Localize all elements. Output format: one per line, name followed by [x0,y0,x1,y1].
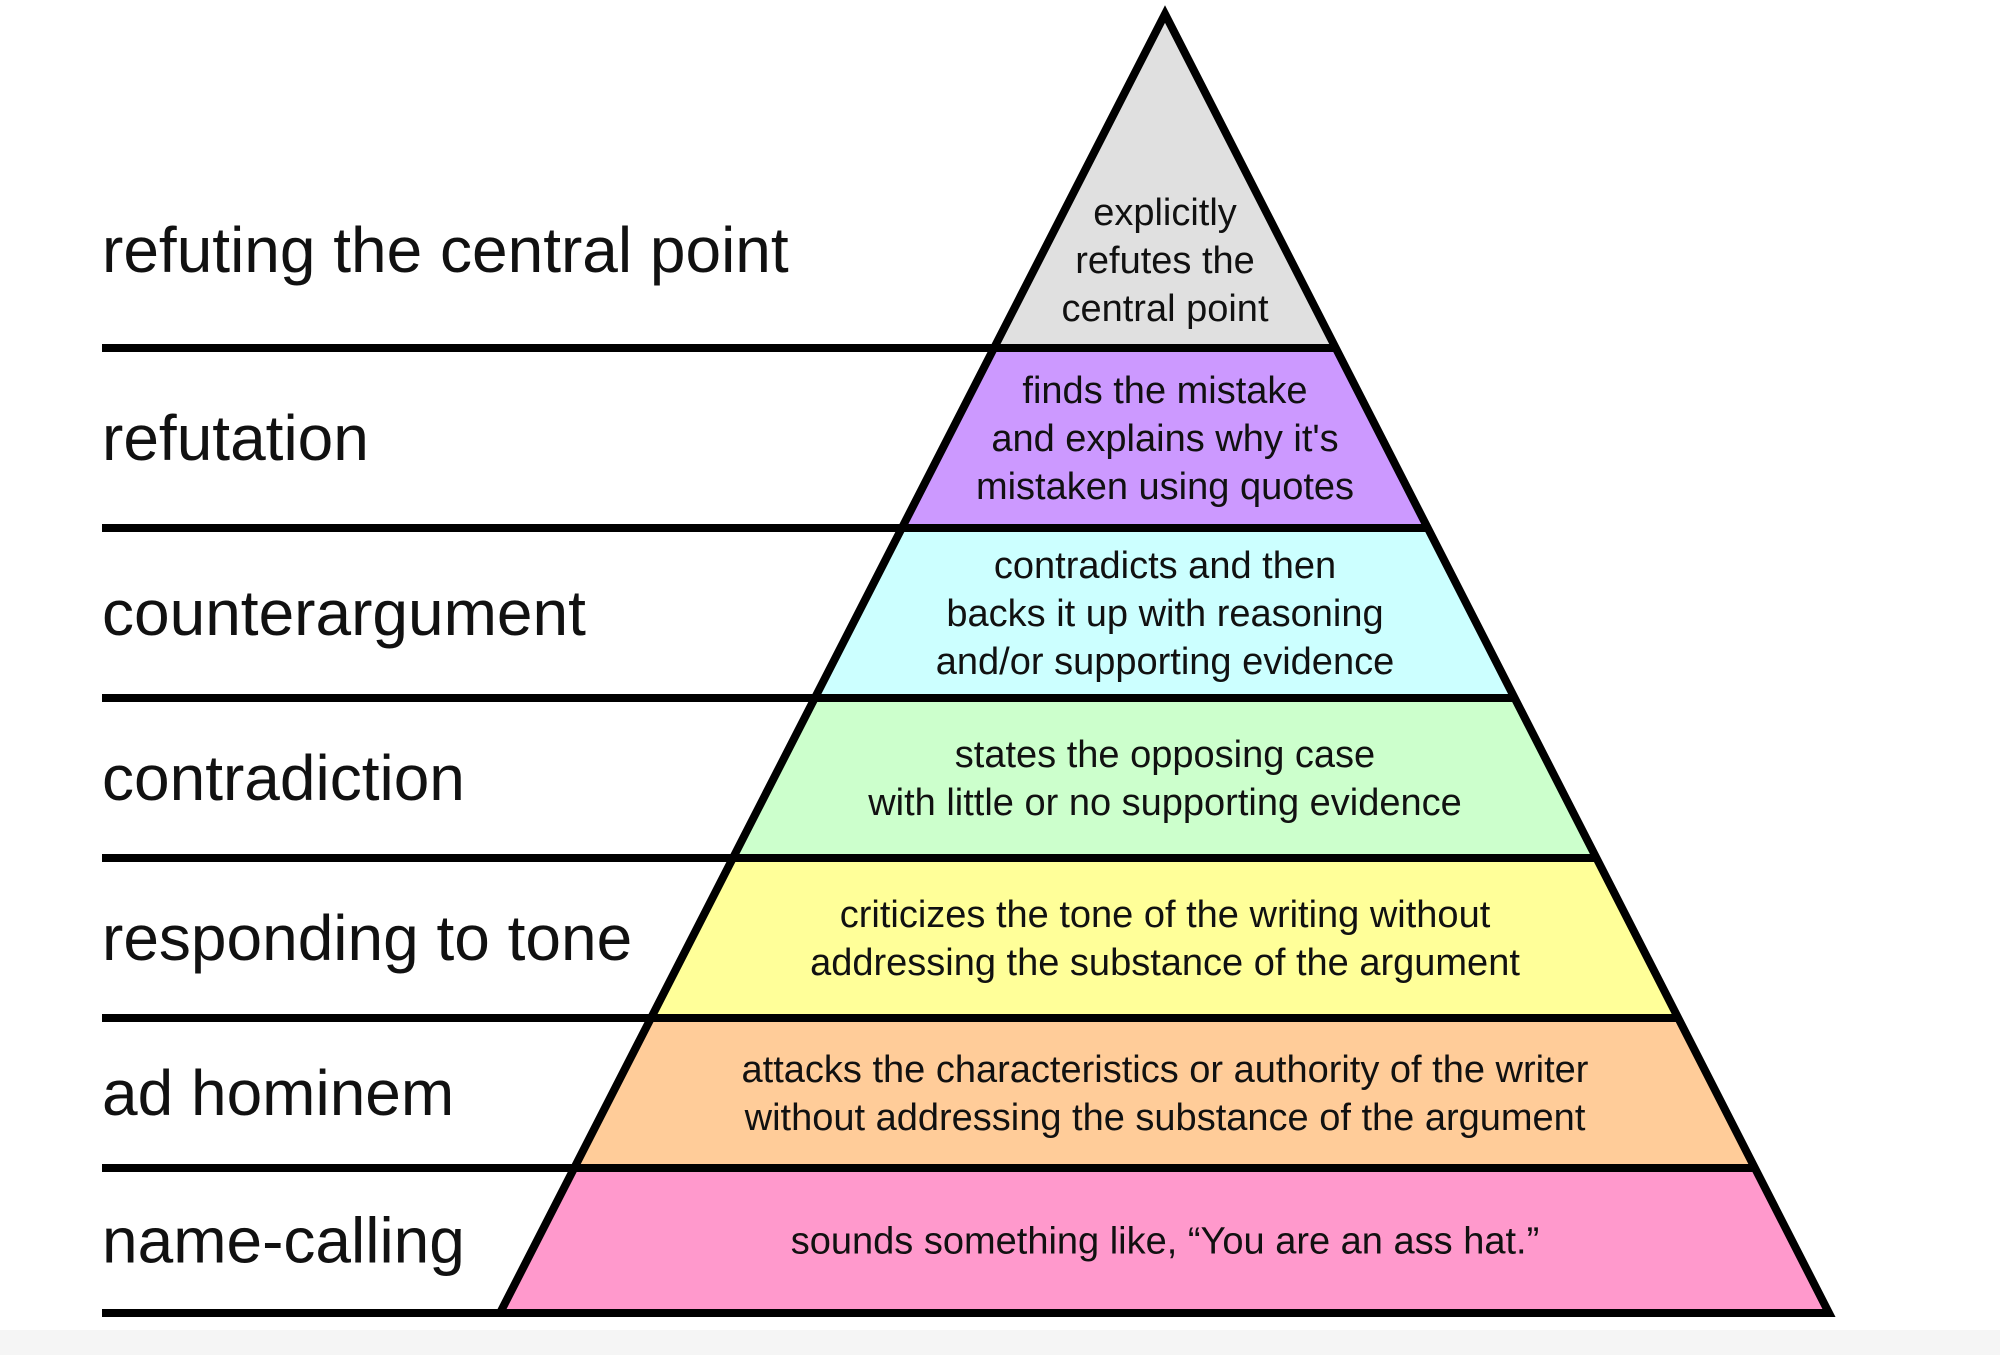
level-label: ad hominem [102,1057,454,1129]
level-label: responding to tone [102,902,632,974]
pyramid-outline [493,5,1836,1317]
level-description-line: backs it up with reasoning [946,593,1383,635]
level-label: counterargument [102,577,586,649]
pyramid-band-1 [994,14,1336,348]
level-description-line: attacks the characteristics or authority… [742,1049,1589,1091]
level-description-line: addressing the substance of the argument [810,942,1520,984]
level-label: refuting the central point [102,214,789,286]
level-description-line: contradicts and then [994,545,1336,587]
level-description-line: and/or supporting evidence [936,641,1394,683]
level-description-line: criticizes the tone of the writing witho… [840,894,1491,936]
level-label: contradiction [102,742,465,814]
footer-band [0,1330,2000,1355]
pyramid-band-2 [901,348,1428,528]
level-description-line: explicitly [1093,192,1237,234]
level-description-line: mistaken using quotes [976,466,1354,508]
level-description-line: without addressing the substance of the … [744,1097,1586,1139]
pyramid-band-4 [732,698,1597,858]
level-description-line: central point [1061,288,1268,330]
level-description-line: and explains why it's [991,418,1338,460]
level-label: name-calling [102,1205,465,1277]
level-description-line: states the opposing case [955,734,1375,776]
level-description-line: with little or no supporting evidence [867,782,1462,824]
pyramid-band-7 [500,1168,1829,1313]
pyramid-band-3 [814,528,1515,698]
level-description-line: finds the mistake [1022,370,1307,412]
pyramid-band-5 [651,858,1679,1018]
pyramid-band-6 [574,1018,1755,1168]
level-label: refutation [102,402,369,474]
level-description-line: sounds something like, “You are an ass h… [791,1221,1539,1263]
level-description-line: refutes the [1075,240,1255,282]
